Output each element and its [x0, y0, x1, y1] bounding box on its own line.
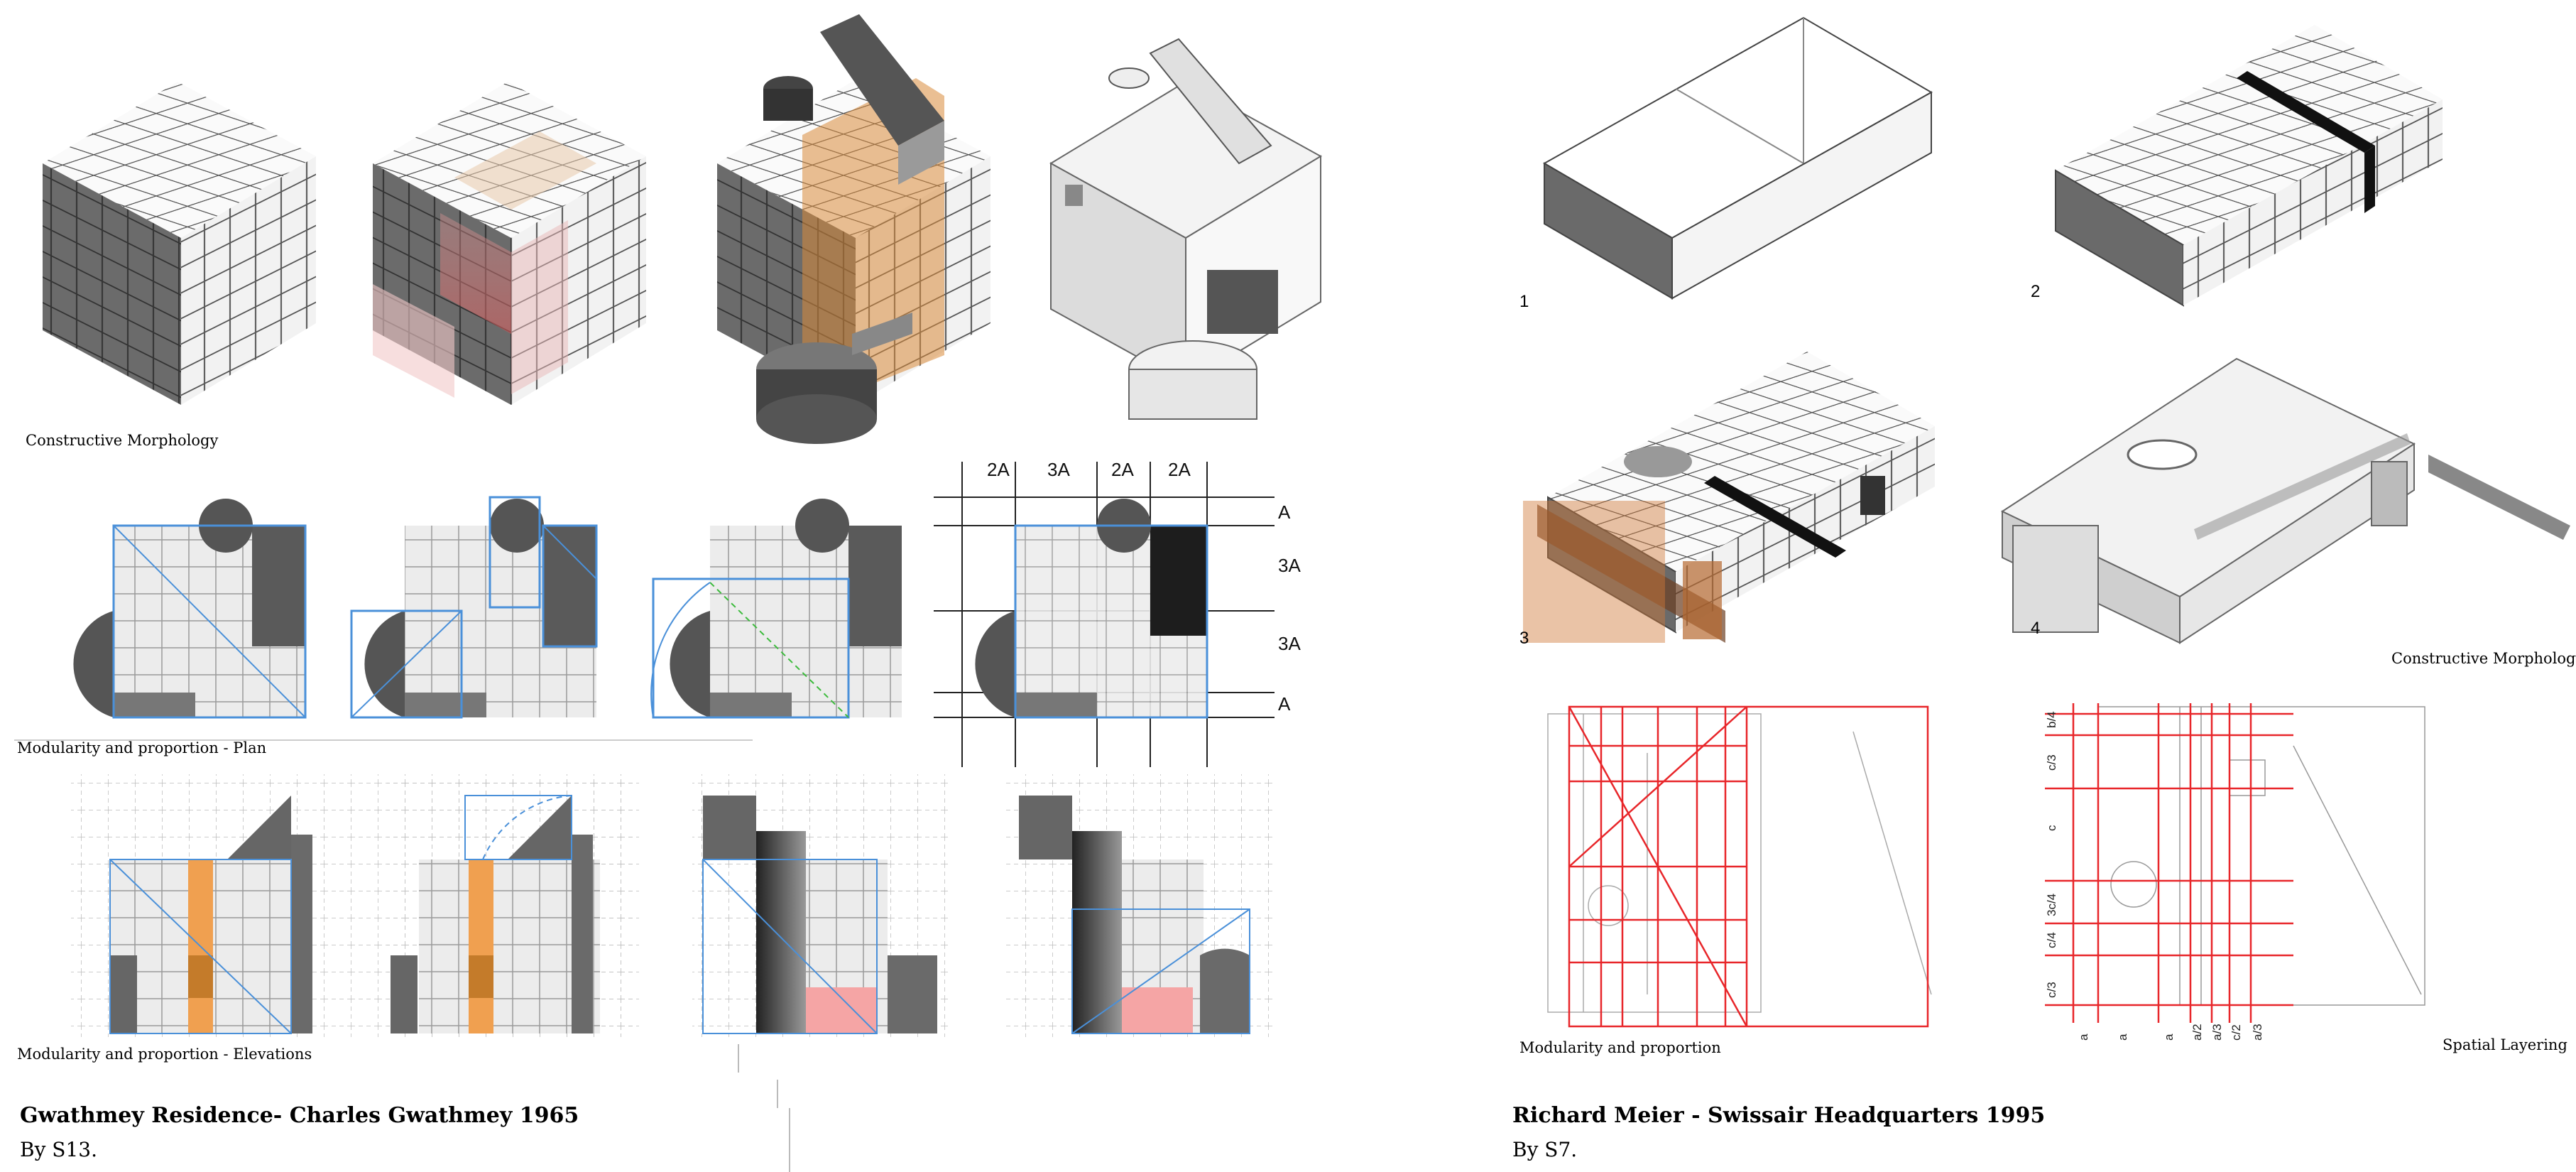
elevation-4 — [1005, 774, 1275, 1037]
row-label: c/3 — [2045, 754, 2058, 771]
col-label: a — [2077, 1033, 2090, 1041]
swissair-step-2 — [2055, 25, 2443, 307]
grid-row-label: 3A — [1278, 633, 1301, 654]
col-label: a — [2116, 1033, 2129, 1041]
left-caption-morphology: Constructive Morphology — [26, 432, 218, 449]
row-label: b/4 — [2045, 711, 2058, 728]
plan-3 — [650, 499, 902, 719]
cube-1 — [43, 82, 316, 405]
plan-4-grid: 2A 3A 2A 2A A 3A 3A A — [934, 459, 1301, 767]
left-title: Gwathmey Residence- Charles Gwathmey 196… — [20, 1103, 579, 1128]
right-byline: By S7. — [1512, 1138, 1577, 1161]
swissair-step-4-render — [2000, 357, 2570, 644]
swissair-modularity-plan — [1523, 696, 1949, 1030]
row-label: c/3 — [2045, 982, 2058, 998]
step-number: 4 — [2031, 619, 2040, 638]
col-label: a — [2162, 1033, 2176, 1041]
row-label: c — [2045, 825, 2058, 831]
grid-row-label: 3A — [1278, 555, 1301, 576]
elevation-3 — [692, 774, 948, 1037]
swissair-step-3 — [1523, 352, 1935, 643]
grid-col-label: 2A — [1111, 459, 1134, 480]
grid-col-label: 3A — [1047, 459, 1070, 480]
col-label: a/3 — [2251, 1024, 2264, 1041]
grid-row-label: A — [1278, 501, 1291, 523]
cube-4-render — [1049, 38, 1322, 420]
swissair-spatial-layering: b/4 c/3 c 3c/4 c/4 c/3 a a a a/2 a/3 c/2… — [2045, 693, 2428, 1041]
cube-2 — [373, 82, 646, 405]
col-label: a/3 — [2210, 1024, 2224, 1041]
grid-col-label: 2A — [1168, 459, 1191, 480]
plan-2 — [350, 496, 598, 719]
step-number: 2 — [2031, 282, 2040, 301]
right-caption-layering: Spatial Layering — [2443, 1036, 2567, 1053]
grid-row-label: A — [1278, 693, 1291, 715]
left-caption-plan: Modularity and proportion - Plan — [17, 739, 266, 756]
swissair-step-1 — [1542, 16, 1933, 300]
left-caption-elevations: Modularity and proportion - Elevations — [17, 1046, 312, 1063]
right-caption-morphology: Constructive Morphology — [2391, 650, 2576, 667]
right-title: Richard Meier - Swissair Headquarters 19… — [1512, 1103, 2045, 1128]
right-caption-modularity: Modularity and proportion — [1519, 1039, 1721, 1056]
grid-col-label: 2A — [987, 459, 1010, 480]
col-label: c/2 — [2230, 1024, 2243, 1041]
plan-1 — [73, 499, 307, 719]
elevation-2 — [387, 774, 635, 1037]
row-label: 3c/4 — [2045, 894, 2058, 916]
left-byline: By S13. — [20, 1138, 97, 1161]
cube-3 — [717, 14, 990, 444]
step-number: 1 — [1519, 292, 1529, 311]
row-label: c/4 — [2045, 932, 2058, 948]
col-label: a/2 — [2190, 1024, 2204, 1041]
step-number: 3 — [1519, 629, 1529, 648]
